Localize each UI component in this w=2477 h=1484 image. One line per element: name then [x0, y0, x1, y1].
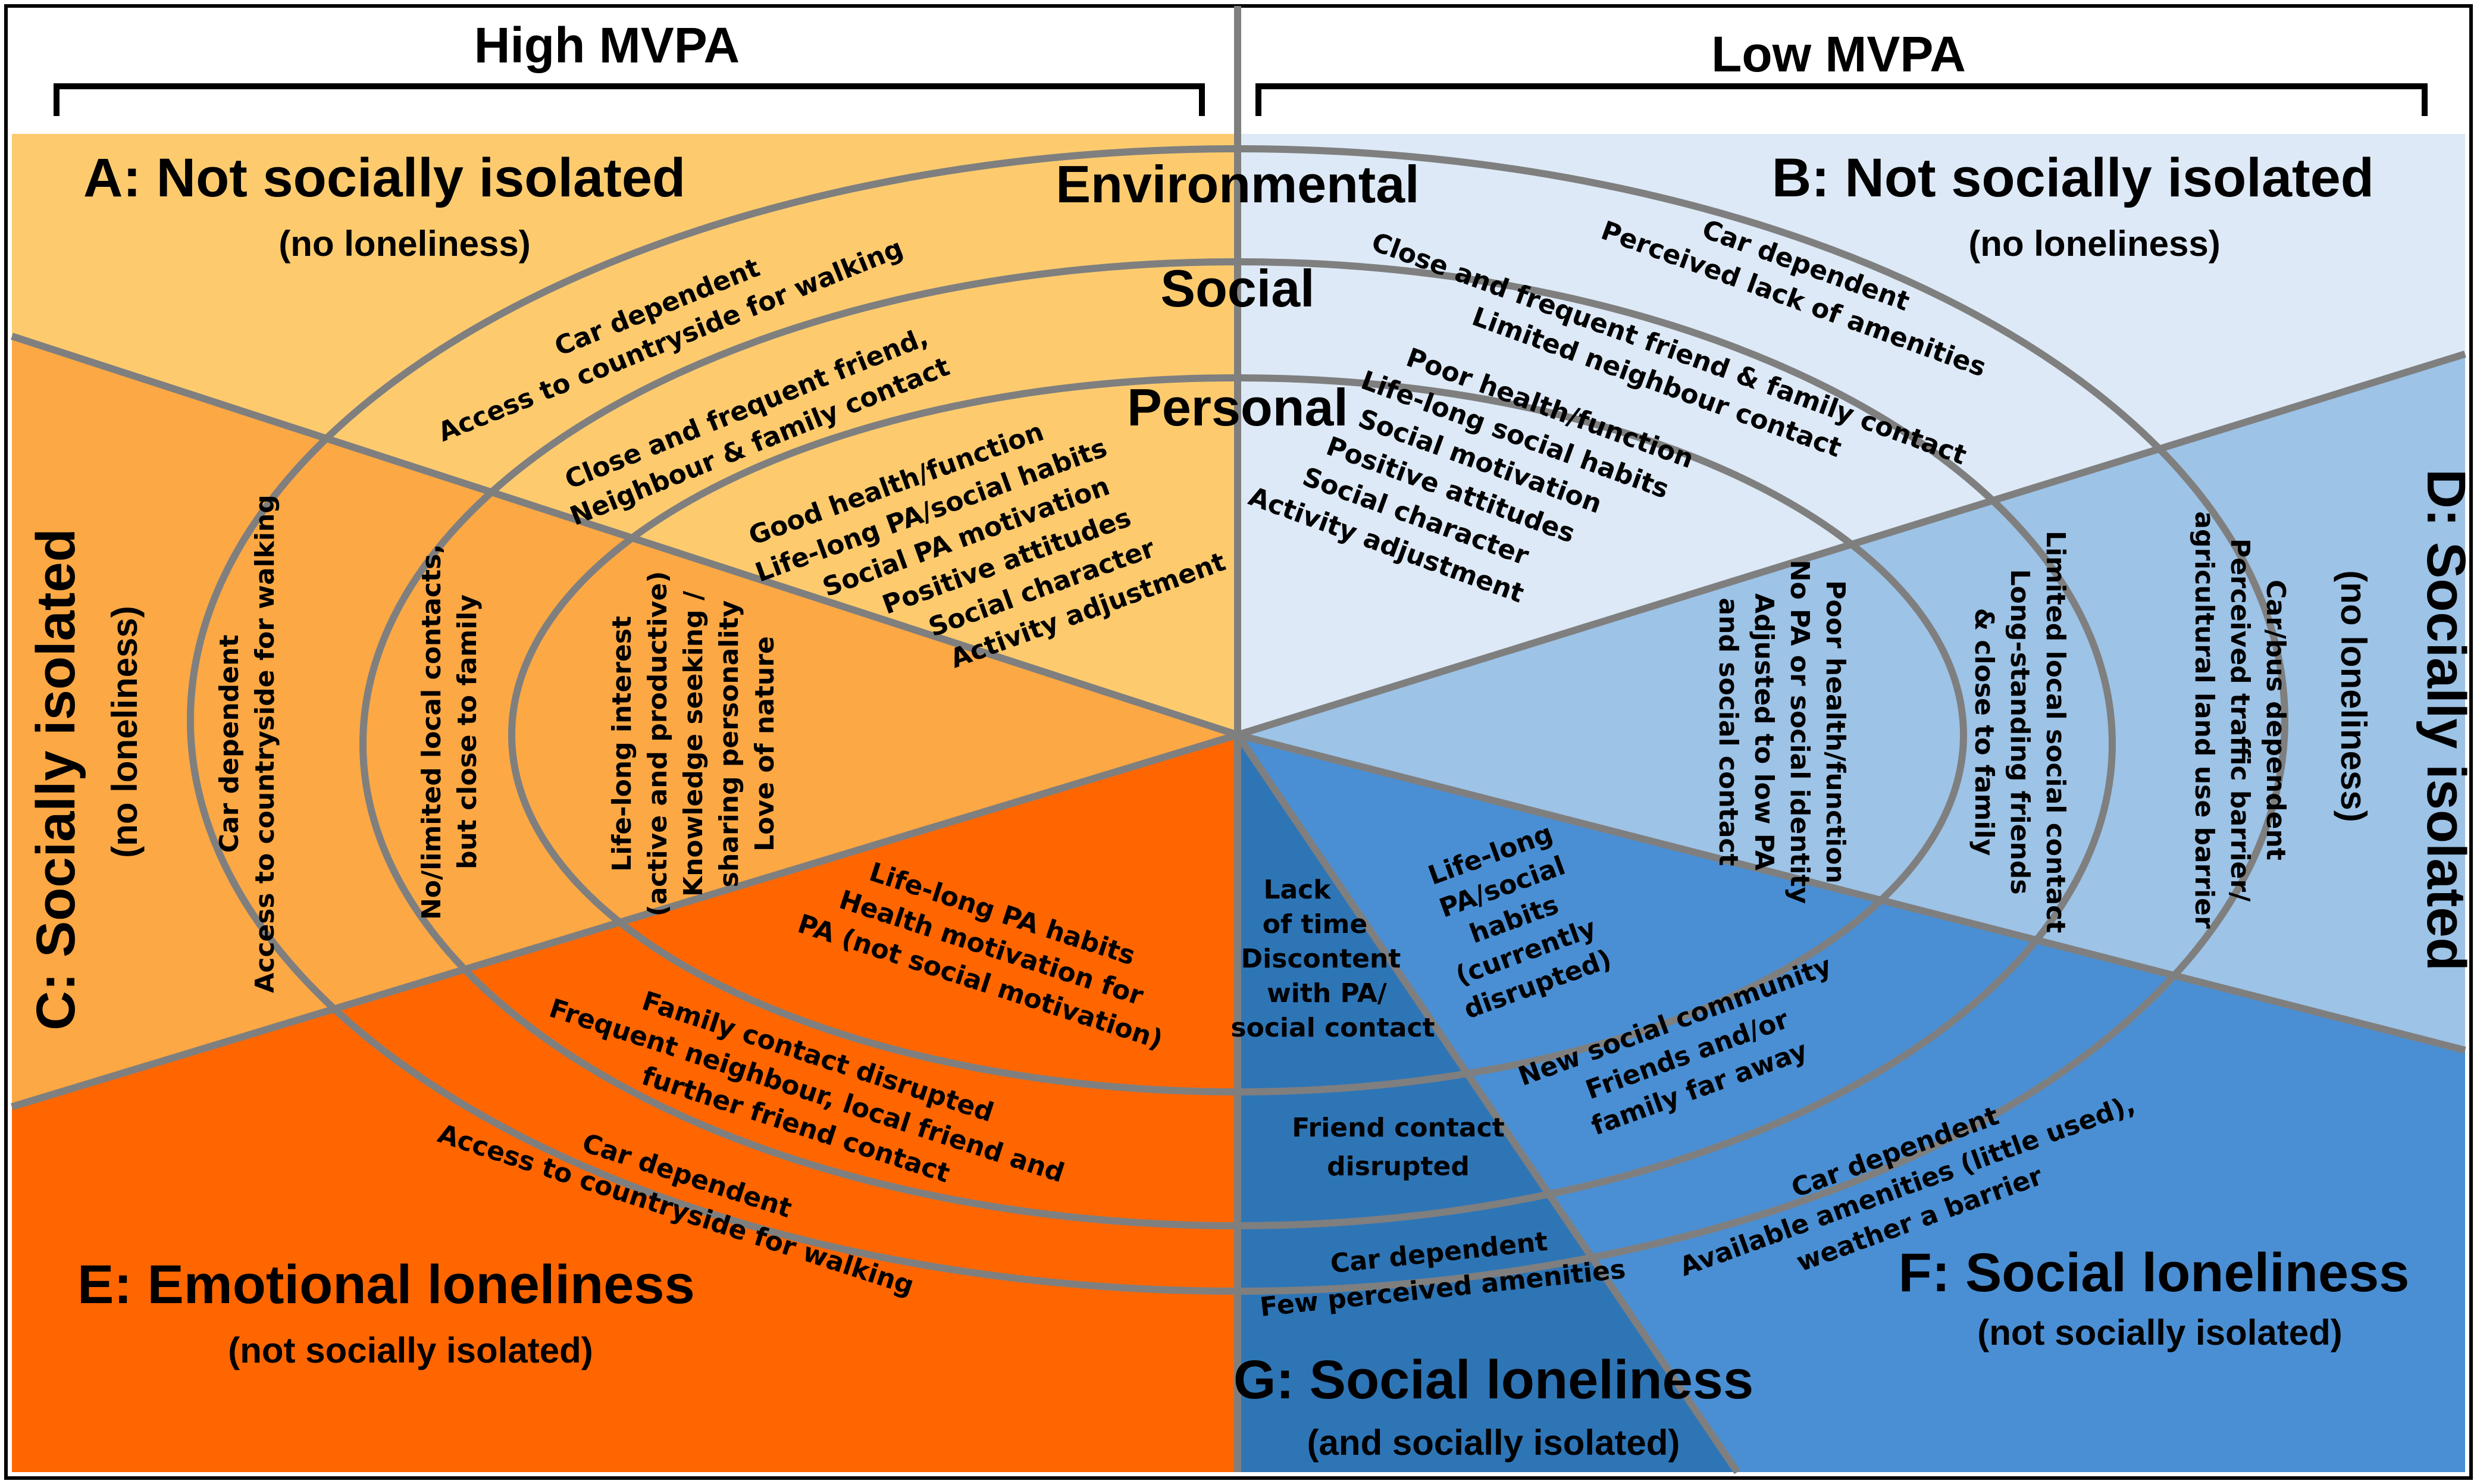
section-B-subtitle: (no loneliness)	[1968, 224, 2220, 264]
sector-B-bg	[1238, 134, 2465, 735]
section-G-personal-item: social contact	[1230, 1013, 1435, 1043]
ring-personal	[508, 374, 1967, 1095]
section-C-personal-item: sharing personality	[714, 600, 744, 887]
section-D-title: D: Socially isolated	[2416, 469, 2476, 971]
section-D-personal-item: Poor health/function	[1820, 580, 1850, 884]
section-D-personal-item: No PA or social identity	[1784, 560, 1815, 904]
section-G-personal-item: Lack	[1263, 875, 1332, 905]
section-C-subtitle: (no loneliness)	[105, 606, 145, 857]
section-C-env-item: Car dependent	[214, 635, 245, 853]
sector-F-bg	[1238, 735, 2465, 1472]
section-A-subtitle: (no loneliness)	[278, 224, 530, 264]
section-G-social-item: Friend contact	[1292, 1113, 1504, 1143]
section-G-title: G: Social loneliness	[1233, 1350, 1753, 1410]
brace-low-mvpa	[1255, 83, 2428, 116]
section-D-social-item: & close to family	[1969, 608, 1999, 856]
section-F-subtitle: (not socially isolated)	[1977, 1313, 2342, 1352]
section-C-personal-item: Knowledge seeking /	[678, 590, 709, 897]
section-D-personal-item: Adjusted to low PA	[1749, 593, 1779, 871]
ring-label-personal: Personal	[1127, 378, 1348, 437]
section-E-subtitle: (not socially isolated)	[228, 1330, 593, 1370]
section-G-personal-item: of time	[1263, 909, 1368, 940]
section-A-title: A: Not socially isolated	[83, 148, 685, 208]
section-C-social-item: No/limited local contacts,	[417, 544, 447, 920]
section-E-title: E: Emotional loneliness	[77, 1254, 695, 1315]
sector-A-bg	[12, 134, 1238, 735]
section-D-personal-item: and social contact	[1713, 598, 1743, 866]
header-high-mvpa: High MVPA	[474, 17, 740, 73]
section-D-env-item: Perceived traffic barrier/	[2225, 539, 2255, 902]
ring-environmental	[187, 145, 2288, 1295]
section-C-personal-item: Life-long interest	[607, 616, 637, 872]
section-C-title: C: Socially isolated	[26, 528, 86, 1031]
header-low-mvpa: Low MVPA	[1711, 26, 1966, 82]
section-D-subtitle: (no loneliness)	[2334, 570, 2373, 822]
section-C-personal-item: (active and productive)	[643, 571, 673, 917]
section-D-social-item: Long-standing friends	[2005, 569, 2035, 894]
section-G-social-item: disrupted	[1327, 1151, 1470, 1182]
sector-E-bg	[12, 735, 1238, 1472]
section-F-title: F: Social loneliness	[1899, 1242, 2410, 1303]
ring-label-environmental: Environmental	[1056, 155, 1419, 214]
ring-social	[359, 258, 2116, 1229]
section-D-social-item: Limited local social contact	[2040, 531, 2071, 933]
section-C-social-item: but close to family	[452, 594, 483, 869]
brace-high-mvpa	[54, 83, 1205, 116]
section-C-env-item: Access to countryside for walking	[250, 494, 280, 993]
sector-C-bg	[12, 336, 1238, 1107]
section-D-env-item: agricultural land use barrier	[2189, 511, 2219, 929]
ring-label-social: Social	[1160, 259, 1314, 318]
section-B-title: B: Not socially isolated	[1772, 148, 2374, 208]
section-G-subtitle: (and socially isolated)	[1307, 1423, 1680, 1463]
section-D-env-item: Car/bus dependent	[2260, 580, 2291, 860]
section-C-personal-item: Love of nature	[750, 636, 780, 851]
section-G-personal-item: Discontent	[1241, 944, 1401, 974]
sector-D-bg	[1238, 354, 2465, 1050]
section-G-personal-item: with PA/	[1267, 978, 1388, 1009]
